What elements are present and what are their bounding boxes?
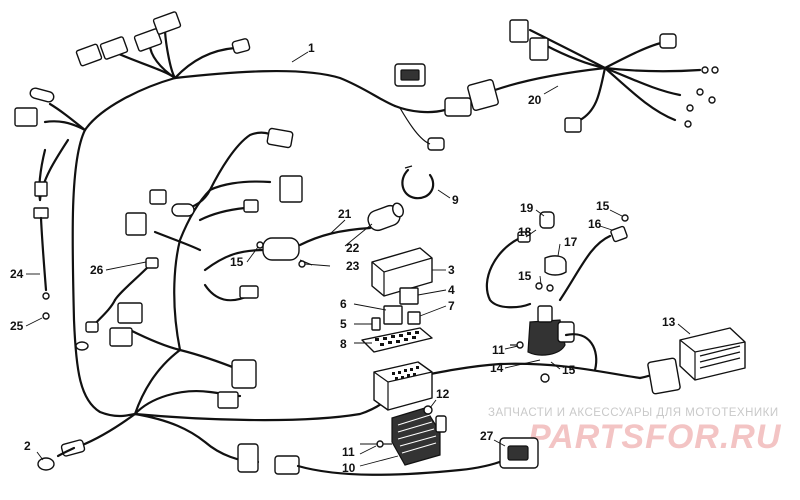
part-9-clip — [401, 165, 435, 200]
callout-15a: 15 — [230, 255, 244, 269]
watermark-logo: PARTSFOR.RU — [528, 418, 782, 456]
callout-14: 14 — [490, 361, 504, 375]
harness-20 — [467, 19, 719, 133]
callout-17: 17 — [564, 235, 578, 249]
callout-20: 20 — [528, 93, 542, 107]
leader-lines — [25, 51, 691, 467]
callout-24: 24 — [10, 267, 24, 281]
callout-15c: 15 — [562, 363, 576, 377]
callout-19: 19 — [520, 201, 534, 215]
callout-8: 8 — [340, 337, 347, 351]
callout-23: 23 — [346, 259, 360, 273]
callout-4: 4 — [448, 283, 455, 297]
harness-26 — [75, 257, 159, 351]
callout-25: 25 — [10, 319, 24, 333]
harness-24 — [33, 138, 70, 320]
callout-5a: 5 — [340, 317, 347, 331]
connector-group-mid — [109, 127, 303, 409]
callout-3: 3 — [448, 263, 455, 277]
callout-15d: 15 — [596, 199, 610, 213]
solenoid-assembly — [485, 211, 629, 383]
callout-6: 6 — [340, 297, 347, 311]
callout-18: 18 — [518, 225, 532, 239]
callout-16: 16 — [588, 217, 602, 231]
callout-9: 9 — [452, 193, 459, 207]
callout-1: 1 — [308, 41, 315, 55]
callout-7: 7 — [448, 299, 455, 313]
callout-26: 26 — [90, 263, 104, 277]
part-13-module — [679, 327, 746, 381]
part-10-regulator — [376, 405, 447, 466]
callout-15b: 15 — [518, 269, 532, 283]
callout-10: 10 — [342, 461, 356, 475]
fuse-relay-parts — [361, 247, 433, 353]
connector-ecu — [638, 357, 681, 395]
callout-21: 21 — [338, 207, 352, 221]
callout-13: 13 — [662, 315, 676, 329]
callout-11b: 11 — [492, 343, 505, 357]
callout-22: 22 — [346, 241, 360, 255]
callout-11a: 11 — [342, 445, 355, 459]
callout-27: 27 — [480, 429, 494, 443]
connector-group-bottom — [237, 437, 539, 476]
main-harness — [43, 26, 642, 464]
part-2-connector — [37, 439, 86, 471]
part-21-22-wire — [298, 202, 404, 266]
callout-12: 12 — [436, 387, 450, 401]
callout-2: 2 — [24, 439, 31, 453]
watermark-tagline: ЗАПЧАСТИ И АКСЕССУАРЫ ДЛЯ МОТОТЕХНИКИ — [488, 407, 779, 419]
callout-labels: 1 2 3 4 5 15 6 7 8 9 10 11 11 12 13 14 1… — [10, 41, 676, 475]
connector-group-top-left — [14, 11, 472, 151]
fuse-block — [373, 361, 433, 411]
